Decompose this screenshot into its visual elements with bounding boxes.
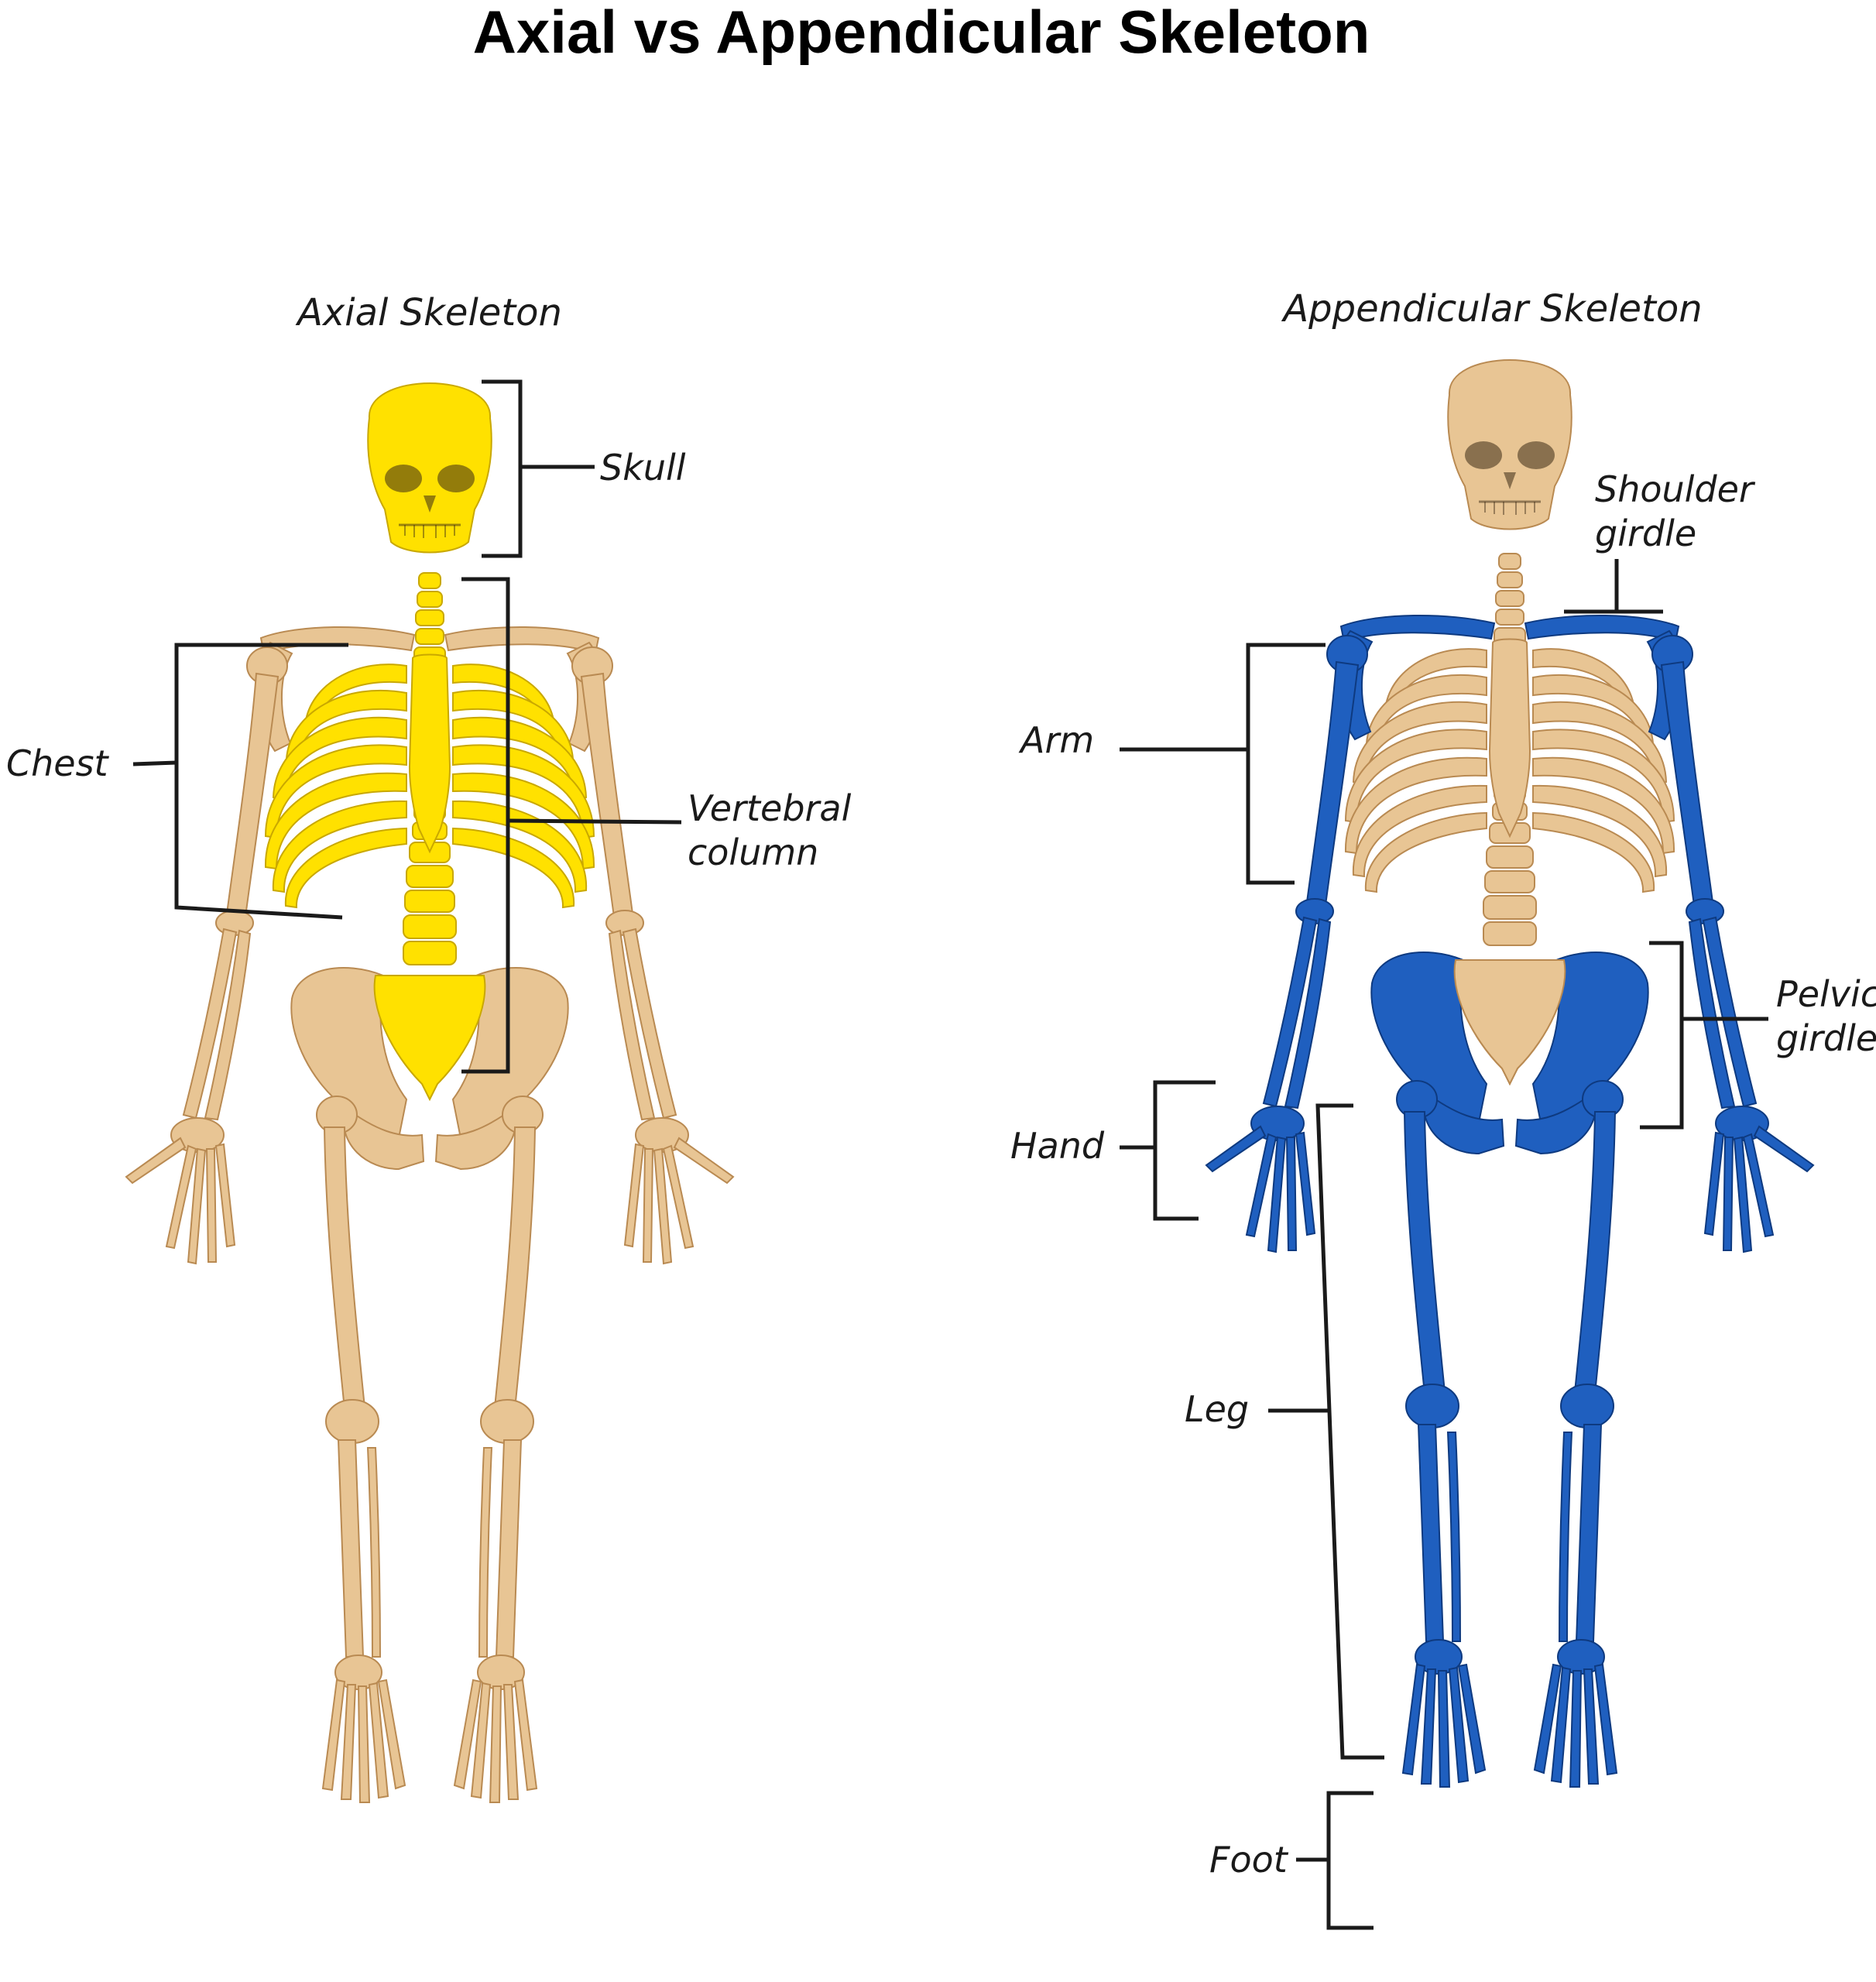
appendicular-skeleton-heading: Appendicular Skeleton [1281,287,1702,331]
axial-skeleton-figure [125,382,734,1803]
skull-bracket [482,379,595,558]
appendicular-skeleton-figure [1206,359,1814,1788]
label-pelvic: Pelvic [1776,973,1876,1015]
label-column: column [688,832,818,873]
label-chest: Chest [6,742,110,784]
pelvic-girdle-bracket [1640,941,1768,1130]
label-vertebral: Vertebral [688,787,852,829]
shoulder-girdle-leader [1564,559,1663,614]
arm-bracket [1120,643,1326,885]
foot-bracket [1296,1791,1374,1930]
vertebral-column-bracket [461,577,682,1074]
label-skull: Skull [600,447,686,489]
label-leg: Leg [1185,1388,1249,1430]
label-foot: Foot [1209,1839,1289,1881]
leg-bracket [1268,1103,1384,1760]
label-shoulder: Shoulder [1595,468,1756,510]
diagram-title: Axial vs Appendicular Skeleton [473,0,1370,66]
label-pelvic-girdle: girdle [1776,1017,1876,1059]
label-shoulder-girdle: girdle [1595,513,1696,554]
label-arm: Arm [1018,719,1094,761]
hand-bracket [1120,1080,1216,1221]
axial-skeleton-heading: Axial Skeleton [295,291,562,334]
label-hand: Hand [1010,1125,1105,1167]
chest-bracket [132,643,348,920]
